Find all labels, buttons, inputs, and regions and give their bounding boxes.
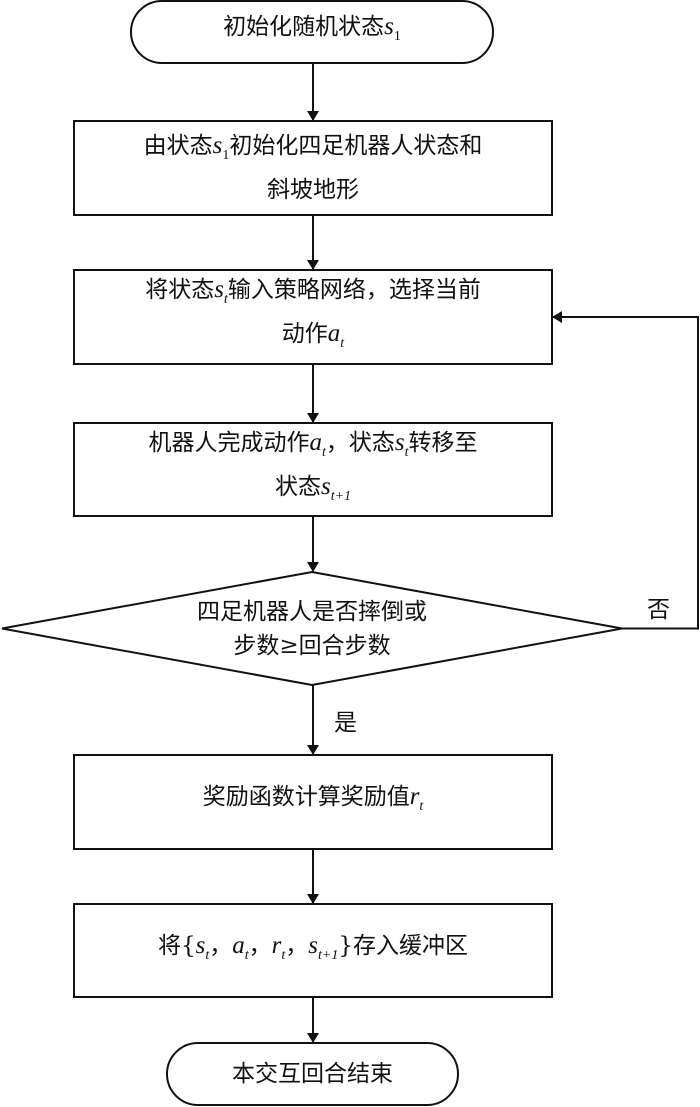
node-select-action-shape [73,269,553,365]
math-variable: r [271,931,282,959]
text-segment: 本交互回合结束 [232,1061,393,1087]
text-segment: ， [209,932,233,959]
text-segment: 将状态 [145,277,215,303]
text-segment: 由状态 [143,133,213,159]
node-init-robot-label: 由状态s1初始化四足机器人状态和斜坡地形 [74,121,552,215]
math-subscript: t [223,292,228,307]
math-variable: s [384,13,394,40]
text-segment: ， [285,932,309,959]
text-line: 动作at [145,317,481,361]
math-variable: a [232,931,245,959]
node-check-done-label: 四足机器人是否摔倒或步数≥回合步数 [2,572,622,685]
node-store-buffer-shape [73,903,553,998]
text-segment: 状态 [274,473,321,500]
math-variable: a [309,428,322,456]
text-line: 状态st+1 [148,470,477,514]
edge-label-no: 否 [647,597,670,623]
node-init-robot-shape [73,120,553,216]
text-segment: 输入策略网络，选择当前 [227,277,481,303]
math-subscript: t [281,947,286,963]
text-segment: 机器人完成动作 [148,429,310,456]
text-segment: 动作 [281,321,328,347]
math-variable: s [214,276,224,303]
edge-check-done-to-select-action [552,311,699,630]
text-line: 奖励函数计算奖励值rt [203,780,424,824]
text-segment: 斜坡地形 [266,177,359,203]
node-end-label: 本交互回合结束 [167,1043,458,1105]
math-subscript: t [205,947,210,963]
math-variable: s [320,472,331,500]
math-subscript: 1 [222,148,230,163]
math-variable: s [212,132,223,159]
text-segment: 初始化随机状态 [223,14,385,40]
math-variable: s [394,428,405,456]
math-subscript: t+1 [330,488,352,504]
text-line: 将状态st输入策略网络，选择当前 [145,273,481,317]
text-line: 四足机器人是否摔倒或 [197,595,427,629]
math-subscript: t [404,444,409,460]
text-line: 由状态s1初始化四足机器人状态和 [144,129,483,173]
text-line: 步数≥回合步数 [197,629,427,663]
text-segment: ，状态 [325,429,395,456]
math-subscript: t+1 [318,947,339,963]
text-line: 将{st，at，rt，st+1}存入缓冲区 [158,929,468,973]
math-subscript: 1 [393,29,401,44]
math-subscript: t [321,444,326,460]
node-compute-reward-label: 奖励函数计算奖励值rt [74,755,552,849]
edge-label-yes: 是 [334,710,357,736]
math-subscript: t [419,799,424,814]
node-end-shape [166,1042,459,1106]
text-segment: 四足机器人是否摔倒或 [197,598,427,625]
text-segment: }存入缓冲区 [338,932,468,959]
node-execute-action-shape [73,422,553,517]
math-variable: r [409,783,420,810]
math-variable: a [327,320,341,347]
text-segment: 奖励函数计算奖励值 [202,784,410,810]
text-line: 斜坡地形 [144,173,483,207]
text-line: 初始化随机状态s1 [223,10,401,54]
text-line: 本交互回合结束 [232,1057,393,1091]
text-segment: 初始化四足机器人状态和 [229,133,483,159]
text-segment: 转移至 [408,429,478,456]
math-variable: s [195,931,206,959]
node-execute-action-label: 机器人完成动作at，状态st转移至状态st+1 [74,423,552,516]
text-segment: ， [248,932,272,959]
text-line: 机器人完成动作at，状态st转移至 [148,426,477,470]
node-start-label: 初始化随机状态s1 [131,1,493,63]
math-subscript: t [244,947,249,963]
text-segment: 将{ [158,932,196,959]
node-select-action-label: 将状态st输入策略网络，选择当前动作at [74,270,552,364]
math-subscript: t [340,336,345,351]
text-segment: 步数≥回合步数 [233,632,391,659]
node-store-buffer-label: 将{st，at，rt，st+1}存入缓冲区 [74,904,552,997]
math-variable: s [308,931,319,959]
